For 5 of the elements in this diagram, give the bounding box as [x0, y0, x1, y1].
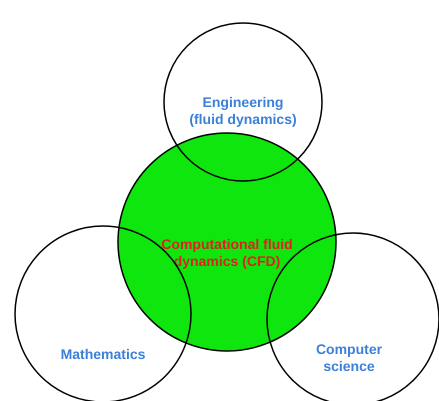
circle-label: Engineering (fluid dynamics) — [188, 94, 298, 128]
circle-label: Mathematics — [60, 346, 146, 363]
circle-label: Computer science — [314, 341, 384, 375]
circle-label: Computational fluid dynamics (CFD) — [160, 236, 294, 270]
venn-circle — [163, 22, 323, 182]
